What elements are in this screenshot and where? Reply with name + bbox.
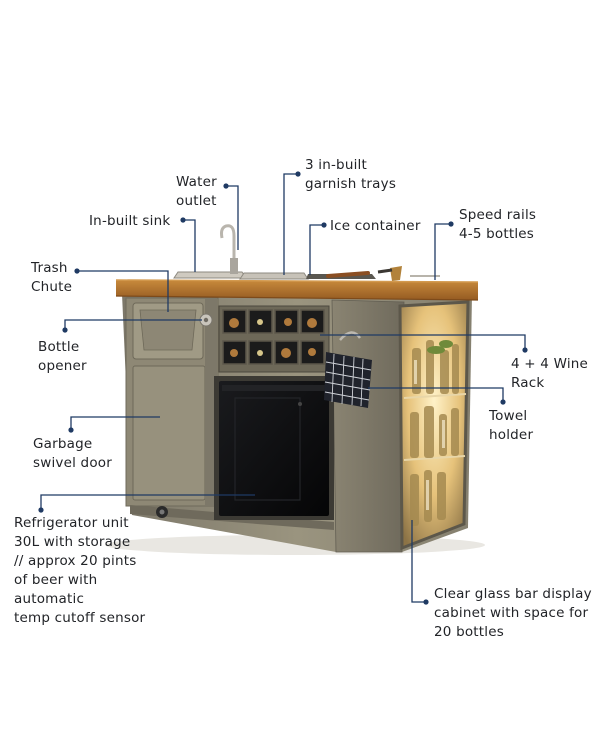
- leader-trash-chute: [74, 268, 169, 312]
- leader-wine-rack: [320, 334, 528, 353]
- leader-speed-rails: [434, 221, 454, 280]
- callout-garbage-door: Garbage swivel door: [33, 436, 113, 471]
- leader-ice-container: [309, 222, 327, 275]
- countertop-fixtures: [173, 224, 440, 281]
- callout-towel-holder: Towel holder: [489, 408, 534, 443]
- callout-ice-container: Ice container: [330, 218, 421, 234]
- leader-garnish-trays: [283, 171, 301, 275]
- wine-rack-illustration: [218, 305, 330, 373]
- leader-towel-holder: [368, 387, 506, 405]
- callout-water-outlet: Water outlet: [176, 174, 217, 209]
- leader-water-outlet: [223, 183, 239, 250]
- leader-bottle-opener: [62, 319, 202, 333]
- callout-bottle-opener: Bottle opener: [38, 339, 87, 374]
- callout-trash-chute: Trash Chute: [31, 260, 73, 295]
- leader-display-cabinet: [411, 520, 429, 605]
- leader-in-built-sink: [180, 217, 196, 272]
- callout-wine-rack: 4 + 4 Wine Rack: [511, 356, 589, 391]
- refrigerator-illustration: [214, 376, 334, 520]
- callout-refrigerator: Refrigerator unit 30L with storage // ap…: [14, 515, 146, 626]
- glass-cabinet-illustration: [398, 300, 470, 551]
- callout-in-built-sink: In-built sink: [89, 213, 171, 229]
- leader-garbage-door: [68, 416, 160, 433]
- callout-garnish-trays: 3 in-built garnish trays: [305, 157, 397, 192]
- towel-illustration: [324, 331, 372, 408]
- wooden-countertop: [115, 279, 479, 301]
- leader-refrigerator: [38, 494, 255, 513]
- callout-display-cabinet: Clear glass bar display cabinet with spa…: [434, 586, 592, 640]
- callout-speed-rails: Speed rails 4-5 bottles: [459, 207, 537, 242]
